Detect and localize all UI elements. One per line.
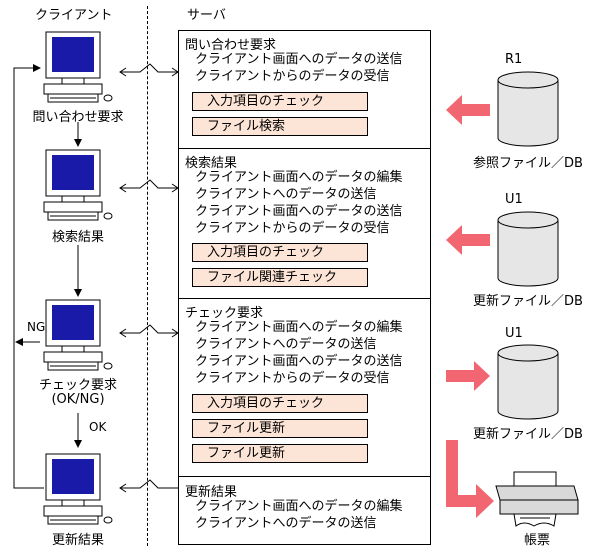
process-box: ファイル関連チェック — [192, 268, 368, 287]
ng-label: NG — [27, 320, 46, 334]
client-computer-4 — [42, 452, 114, 532]
db-id-1: R1 — [505, 52, 523, 67]
section-title-3: チェック要求 — [185, 306, 264, 321]
db-label-3: 更新ファイル／DB — [473, 427, 583, 442]
process-box: 入力項目のチェック — [192, 394, 368, 413]
server-header: サーバ — [187, 8, 226, 23]
db-label-2: 更新ファイル／DB — [473, 294, 583, 309]
section-title-4: 更新結果 — [185, 485, 238, 500]
database-cylinder-icon — [497, 71, 559, 147]
section-4-line: クライアントへのデータの送信 — [195, 516, 377, 531]
write-arrow-3 — [446, 361, 490, 391]
section-2-line: クライアント画面へのデータの編集 — [195, 170, 403, 185]
read-arrow-2 — [446, 225, 490, 255]
section-1-line: クライアントからのデータの受信 — [195, 69, 390, 84]
section-3-line: クライアントからのデータの受信 — [195, 371, 390, 386]
section-divider-3 — [178, 476, 431, 477]
section-2-line: クライアントへのデータの送信 — [195, 187, 377, 202]
loop-line — [13, 64, 44, 489]
client-label-1: 問い合わせ要求 — [32, 110, 124, 125]
comm-arrows-3 — [119, 324, 179, 338]
computer-icon — [43, 149, 113, 221]
section-2-line: クライアントからのデータの受信 — [195, 221, 390, 236]
section-2-line: クライアント画面へのデータの送信 — [195, 204, 403, 219]
section-divider-1 — [178, 148, 431, 149]
database-cylinder-icon — [497, 211, 559, 287]
client-label-3: チェック要求 — [38, 378, 118, 393]
computer-icon — [43, 31, 113, 103]
comm-arrows-1 — [119, 63, 179, 77]
process-box: ファイル検索 — [192, 117, 368, 136]
section-4-line: クライアント画面へのデータの編集 — [195, 499, 403, 514]
process-box: 入力項目のチェック — [192, 243, 368, 262]
client-computer-2 — [42, 148, 114, 228]
db-id-2: U1 — [505, 192, 523, 207]
db-label-1: 参照ファイル／DB — [473, 156, 583, 171]
computer-icon — [43, 299, 113, 371]
section-3-line: クライアントへのデータの送信 — [195, 337, 377, 352]
ok-label: OK — [89, 420, 107, 434]
printer-label: 帳票 — [523, 533, 551, 548]
section-title-2: 検索結果 — [185, 156, 238, 171]
client-label-4: 更新結果 — [51, 533, 105, 548]
client-server-divider — [147, 6, 148, 546]
computer-icon — [43, 453, 113, 525]
db-id-3: U1 — [505, 326, 523, 341]
section-3-line: クライアント画面へのデータの送信 — [195, 354, 403, 369]
process-box: ファイル更新 — [192, 419, 368, 438]
section-3-line: クライアント画面へのデータの編集 — [195, 320, 403, 335]
printer-icon — [495, 471, 579, 527]
section-title-1: 問い合わせ要求 — [185, 38, 277, 53]
client-computer-3 — [42, 298, 114, 378]
comm-arrow-4 — [119, 479, 178, 493]
section-1-line: クライアント画面へのデータの送信 — [195, 52, 403, 67]
process-box: ファイル更新 — [192, 444, 368, 463]
print-arrow — [446, 440, 494, 518]
client-sublabel-3: (OK/NG) — [51, 392, 105, 407]
process-box: 入力項目のチェック — [192, 92, 368, 111]
client-label-2: 検索結果 — [51, 230, 105, 245]
database-cylinder-icon — [497, 344, 559, 420]
comm-arrows-2 — [119, 179, 179, 193]
client-computer-1 — [42, 30, 114, 110]
section-divider-2 — [178, 298, 431, 299]
read-arrow-1 — [446, 95, 490, 125]
client-header: クライアント — [35, 8, 113, 23]
